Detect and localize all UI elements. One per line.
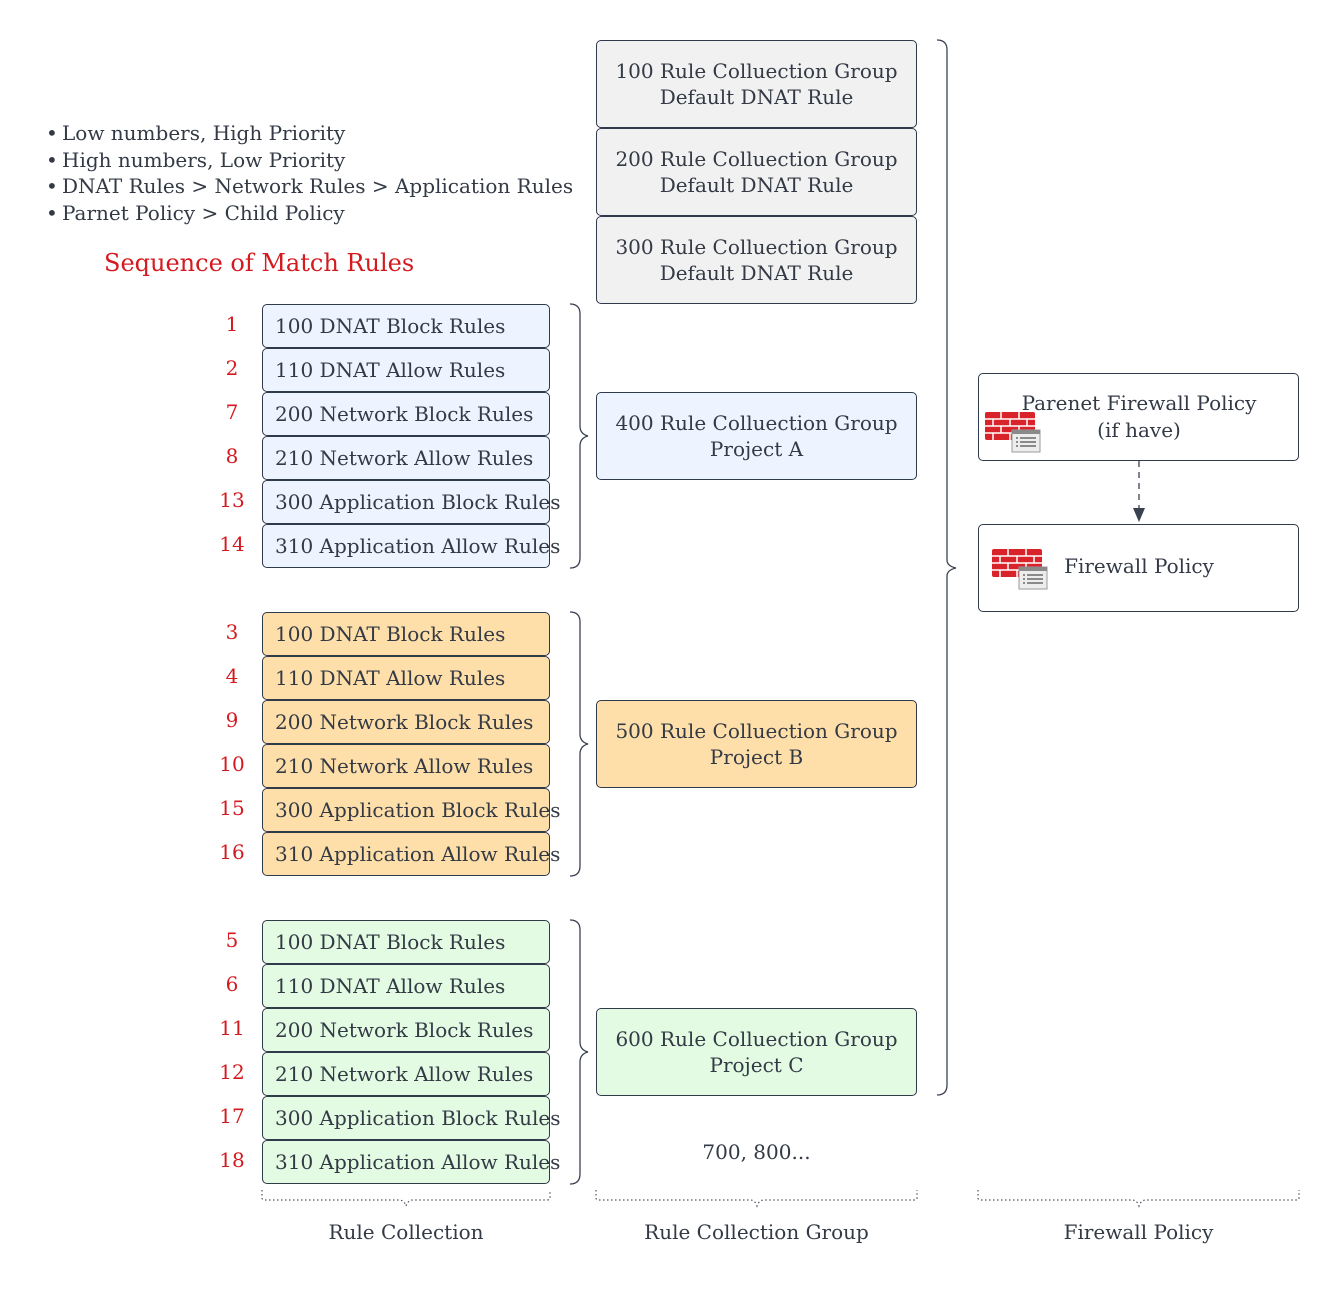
rule-collection-group-300[interactable]: 300 Rule Colluection Group Default DNAT … (596, 216, 917, 304)
sequence-number: 12 (219, 1060, 245, 1084)
bracket-firewall-policy (977, 1190, 1300, 1208)
group-subtitle: Project C (709, 1053, 804, 1077)
rule-collection[interactable]: 310 Application Allow Rules (262, 524, 560, 568)
group-subtitle: Default DNAT Rule (659, 261, 854, 285)
brace-project-b (569, 611, 589, 877)
rule-collection-group-500[interactable]: 500 Rule Colluection Group Project B (596, 700, 917, 788)
rule-collection-group-200[interactable]: 200 Rule Colluection Group Default DNAT … (596, 128, 917, 216)
group-subtitle: Default DNAT Rule (659, 173, 854, 197)
sequence-number: 5 (225, 928, 239, 952)
sequence-number: 16 (219, 840, 245, 864)
parent-policy-label: Parenet Firewall Policy (if have) (1019, 390, 1259, 444)
rule-collection[interactable]: 310 Application Allow Rules (262, 832, 560, 876)
rule-collection-group-400[interactable]: 400 Rule Colluection Group Project A (596, 392, 917, 480)
rule-collection[interactable]: 100 DNAT Block Rules (262, 304, 550, 348)
brace-all-groups (936, 39, 957, 1096)
sequence-number: 1 (225, 312, 239, 336)
rule-collection[interactable]: 100 DNAT Block Rules (262, 612, 550, 656)
bracket-rule-collection-group (595, 1190, 918, 1208)
sequence-number: 13 (219, 488, 245, 512)
column-label-rule-collection: Rule Collection (328, 1220, 484, 1244)
firewall-policy[interactable]: Firewall Policy (978, 524, 1299, 612)
brace-project-c (569, 919, 589, 1185)
rule-collection[interactable]: 300 Application Block Rules (262, 480, 560, 524)
note-item: •Parnet Policy > Child Policy (46, 201, 345, 226)
rule-collection[interactable]: 210 Network Allow Rules (262, 744, 550, 788)
more-groups-label: 700, 800... (702, 1140, 811, 1164)
sequence-number: 4 (225, 664, 239, 688)
priority-notes: •Low numbers, High Priority •High number… (46, 120, 573, 227)
sequence-number: 8 (225, 444, 239, 468)
sequence-number: 10 (219, 752, 245, 776)
rule-collection[interactable]: 200 Network Block Rules (262, 1008, 550, 1052)
rule-collection[interactable]: 110 DNAT Allow Rules (262, 348, 550, 392)
sequence-number: 6 (225, 972, 239, 996)
rule-collection-group-100[interactable]: 100 Rule Colluection Group Default DNAT … (596, 40, 917, 128)
firewall-policy-label: Firewall Policy (1064, 554, 1214, 578)
rule-collection[interactable]: 210 Network Allow Rules (262, 436, 550, 480)
rule-collection[interactable]: 200 Network Block Rules (262, 700, 550, 744)
arrow-head (1133, 508, 1145, 522)
brace-project-a (569, 303, 589, 569)
sequence-number: 9 (225, 708, 239, 732)
group-title: 400 Rule Colluection Group (615, 411, 898, 435)
group-title: 100 Rule Colluection Group (615, 59, 898, 83)
column-label-rule-collection-group: Rule Collection Group (644, 1220, 869, 1244)
note-item: •DNAT Rules > Network Rules > Applicatio… (46, 174, 574, 199)
sequence-title: Sequence of Match Rules (104, 249, 415, 277)
column-label-firewall-policy: Firewall Policy (1063, 1220, 1214, 1244)
sequence-number: 7 (225, 400, 239, 424)
group-subtitle: Project A (709, 437, 804, 461)
sequence-number: 14 (219, 532, 245, 556)
firewall-icon (992, 549, 1048, 590)
firewall-icon (985, 412, 1041, 453)
bracket-rule-collection (261, 1190, 551, 1208)
rule-collection[interactable]: 200 Network Block Rules (262, 392, 550, 436)
rule-collection[interactable]: 300 Application Block Rules (262, 1096, 560, 1140)
sequence-number: 11 (219, 1016, 245, 1040)
sequence-number: 2 (225, 356, 239, 380)
sequence-number: 18 (219, 1148, 245, 1172)
parent-policy-title: Parenet Firewall Policy (1021, 391, 1257, 415)
sequence-number: 3 (225, 620, 239, 644)
note-item: •High numbers, Low Priority (46, 147, 346, 172)
group-subtitle: Default DNAT Rule (659, 85, 854, 109)
rule-collection[interactable]: 210 Network Allow Rules (262, 1052, 550, 1096)
rule-collection-group-600[interactable]: 600 Rule Colluection Group Project C (596, 1008, 917, 1096)
group-subtitle: Project B (709, 745, 804, 769)
parent-policy-note: (if have) (1097, 418, 1181, 442)
group-title: 200 Rule Colluection Group (615, 147, 898, 171)
group-title: 600 Rule Colluection Group (615, 1027, 898, 1051)
group-title: 300 Rule Colluection Group (615, 235, 898, 259)
rule-collection[interactable]: 300 Application Block Rules (262, 788, 560, 832)
group-title: 500 Rule Colluection Group (615, 719, 898, 743)
parent-firewall-policy[interactable]: Parenet Firewall Policy (if have) (978, 373, 1299, 461)
sequence-number: 17 (219, 1104, 245, 1128)
rule-collection[interactable]: 110 DNAT Allow Rules (262, 656, 550, 700)
note-item: •Low numbers, High Priority (46, 121, 346, 145)
rule-collection[interactable]: 100 DNAT Block Rules (262, 920, 550, 964)
sequence-number: 15 (219, 796, 245, 820)
rule-collection[interactable]: 110 DNAT Allow Rules (262, 964, 550, 1008)
rule-collection[interactable]: 310 Application Allow Rules (262, 1140, 560, 1184)
